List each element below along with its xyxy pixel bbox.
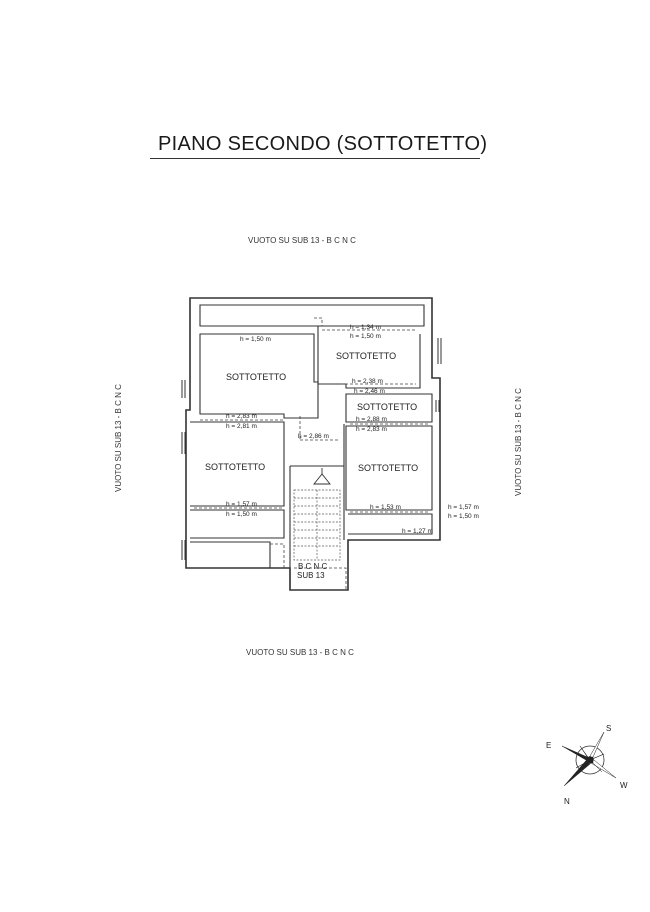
title-underline bbox=[150, 158, 480, 159]
height-label: h = 1,57 m bbox=[448, 504, 479, 511]
height-label: h = 1,50 m bbox=[240, 336, 271, 343]
interior-walls bbox=[190, 326, 433, 590]
compass-north-label: N bbox=[564, 797, 570, 806]
window-marks bbox=[181, 338, 442, 560]
height-label: h = 2,81 m bbox=[226, 423, 257, 430]
height-label: h = 2,83 m bbox=[356, 426, 387, 433]
drawing-title: PIANO SECONDO (SOTTOTETTO) bbox=[158, 133, 488, 155]
room-label-mid-east: SOTTOTETTO bbox=[357, 402, 417, 412]
compass-rose-icon: S E W N bbox=[546, 724, 628, 806]
compass-east-label: E bbox=[546, 741, 551, 750]
room-label-sw: SOTTOTETTO bbox=[205, 462, 265, 472]
staircase bbox=[293, 468, 341, 561]
height-label: h = 1,50 m bbox=[350, 333, 381, 340]
height-label: h = 2,83 m bbox=[226, 413, 257, 420]
stair-note-line1: B C N C bbox=[298, 562, 328, 571]
outer-walls bbox=[185, 297, 441, 591]
height-label: h = 1,53 m bbox=[370, 504, 401, 511]
room-label-ne: SOTTOTETTO bbox=[336, 351, 396, 361]
height-label: h = 1,34 m bbox=[350, 324, 381, 331]
height-label: h = 1,27 m bbox=[402, 528, 433, 535]
height-label: h = 2,46 m bbox=[354, 388, 385, 395]
room-label-nw: SOTTOTETTO bbox=[226, 372, 286, 382]
edge-label-bottom: VUOTO SU SUB 13 - B C N C bbox=[246, 648, 354, 657]
height-label: h = 2,38 m bbox=[352, 378, 383, 385]
room-label-se: SOTTOTETTO bbox=[358, 463, 418, 473]
compass-west-label: W bbox=[620, 781, 628, 790]
height-label: h = 1,57 m bbox=[226, 501, 257, 508]
height-lines bbox=[194, 317, 430, 590]
stair-note-line2: SUB 13 bbox=[297, 571, 325, 580]
height-label: h = 2,88 m bbox=[356, 416, 387, 423]
edge-label-top: VUOTO SU SUB 13 - B C N C bbox=[248, 236, 356, 245]
height-label: h = 2,86 m bbox=[298, 433, 329, 440]
compass-south-label: S bbox=[606, 724, 611, 733]
height-label: h = 1,50 m bbox=[448, 513, 479, 520]
height-label: h = 1,50 m bbox=[226, 511, 257, 518]
